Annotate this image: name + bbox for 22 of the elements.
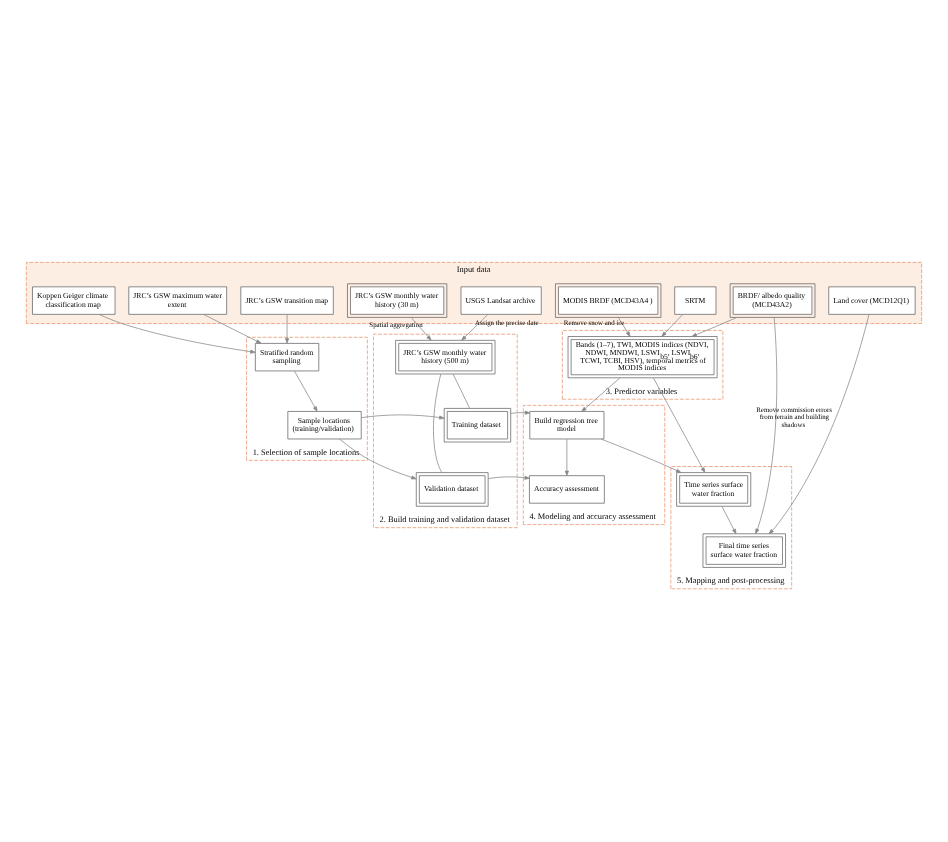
arrow <box>768 314 870 535</box>
arrow <box>294 370 318 412</box>
arrow <box>581 377 621 412</box>
arrow <box>653 377 706 473</box>
arrow <box>285 314 290 344</box>
connector <box>433 373 443 473</box>
arrow <box>564 438 569 476</box>
arrow <box>487 475 530 480</box>
arrow <box>339 438 417 480</box>
arrow <box>617 317 631 337</box>
arrow <box>360 414 445 420</box>
arrow <box>755 317 778 534</box>
arrow <box>661 314 684 337</box>
arrow <box>600 438 682 473</box>
arrow <box>410 317 432 341</box>
arrow <box>98 314 256 354</box>
arrow <box>691 317 738 337</box>
arrow <box>461 314 489 341</box>
connector <box>452 373 470 409</box>
arrow <box>203 314 262 344</box>
arrow <box>510 410 531 415</box>
arrow <box>721 506 737 535</box>
